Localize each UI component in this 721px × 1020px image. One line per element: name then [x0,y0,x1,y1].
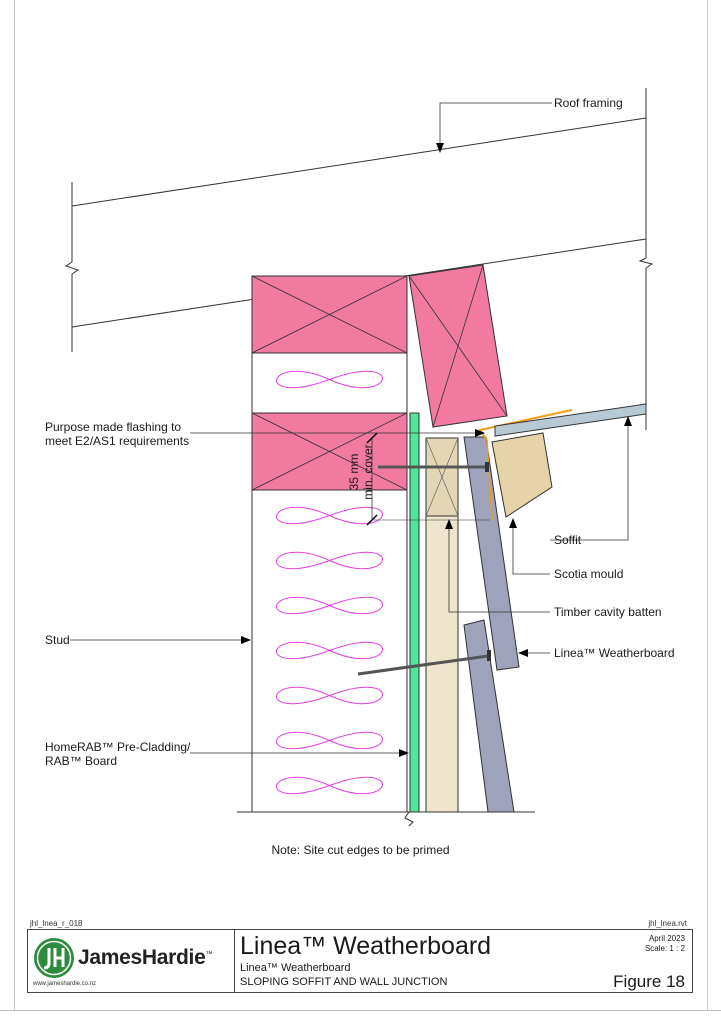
insulation [276,370,383,795]
label-cover-1: 35 mm [347,453,361,491]
date: April 2023 [648,934,685,943]
page-edge-right [707,0,708,1010]
brand-trademark: ™ [205,951,213,958]
title-block-divider [234,930,235,992]
insulation-loop [276,551,383,570]
label-rab-1: HomeRAB™ Pre-Cladding/ [45,740,191,754]
nail-lower [357,650,491,676]
detail-name: SLOPING SOFFIT AND WALL JUNCTION [240,976,448,988]
insulation-loop [276,731,383,750]
insulation-loop [276,506,383,525]
title-block: JamesHardie™ www.jameshardie.co.nz Linea… [27,929,693,993]
label-flashing-1: Purpose made flashing to [45,420,182,434]
insulation-loop [276,686,383,705]
leader-lines [70,102,632,757]
label-cover-dimension: 35 mm min. cover [347,442,375,502]
label-roof-framing: Roof framing [554,96,623,110]
label-stud: Stud [45,633,70,647]
page-bottom-edge [0,1010,721,1011]
figure-number: Figure 18 [613,972,685,991]
insulation-loop [276,370,383,389]
title: Linea™ Weatherboard [240,932,492,960]
brand-logo: JamesHardie™ www.jameshardie.co.nz [28,930,234,992]
brand-name: JamesHardie [78,946,206,969]
scale: Scale: 1 : 2 [644,944,685,953]
label-rab-2: RAB™ Board [45,754,118,768]
note: Note: Site cut edges to be primed [271,843,450,857]
label-soffit: Soffit [554,533,582,547]
brand-website: www.jameshardie.co.nz [33,981,97,987]
insulation-loop [276,776,383,795]
label-weatherboard: Linea™ Weatherboard [554,646,675,660]
soffit [494,403,647,437]
jameshardie-logo-icon [34,938,74,978]
soffit-blocking [408,264,508,428]
stud-frame [251,276,408,812]
label-flashing-2: meet E2/AS1 requirements [45,434,190,448]
label-batten: Timber cavity batten [554,605,662,619]
break-mark [404,811,414,827]
subtitle: Linea™ Weatherboard [240,962,351,974]
flashing-leg [486,439,493,521]
insulation-loop [276,596,383,615]
cavity-batten [425,437,459,813]
cover-dimension [366,432,490,526]
nail-upper [378,462,489,472]
page-edge-left [14,0,15,1010]
file-name: jhl_lnea.rvt [648,919,687,928]
label-cover-2: min. cover [361,444,375,500]
rab-board [409,412,420,813]
label-scotia: Scotia mould [554,567,624,581]
insulation-loop [276,641,383,660]
top-plate-upper [251,275,408,354]
top-plate-lower [251,412,408,491]
scotia-mould [491,432,553,518]
brand-wordmark: JamesHardie™ [78,946,212,970]
drawing-code: jhl_lnea_r_018 [30,919,83,928]
roof-framing [64,88,654,430]
